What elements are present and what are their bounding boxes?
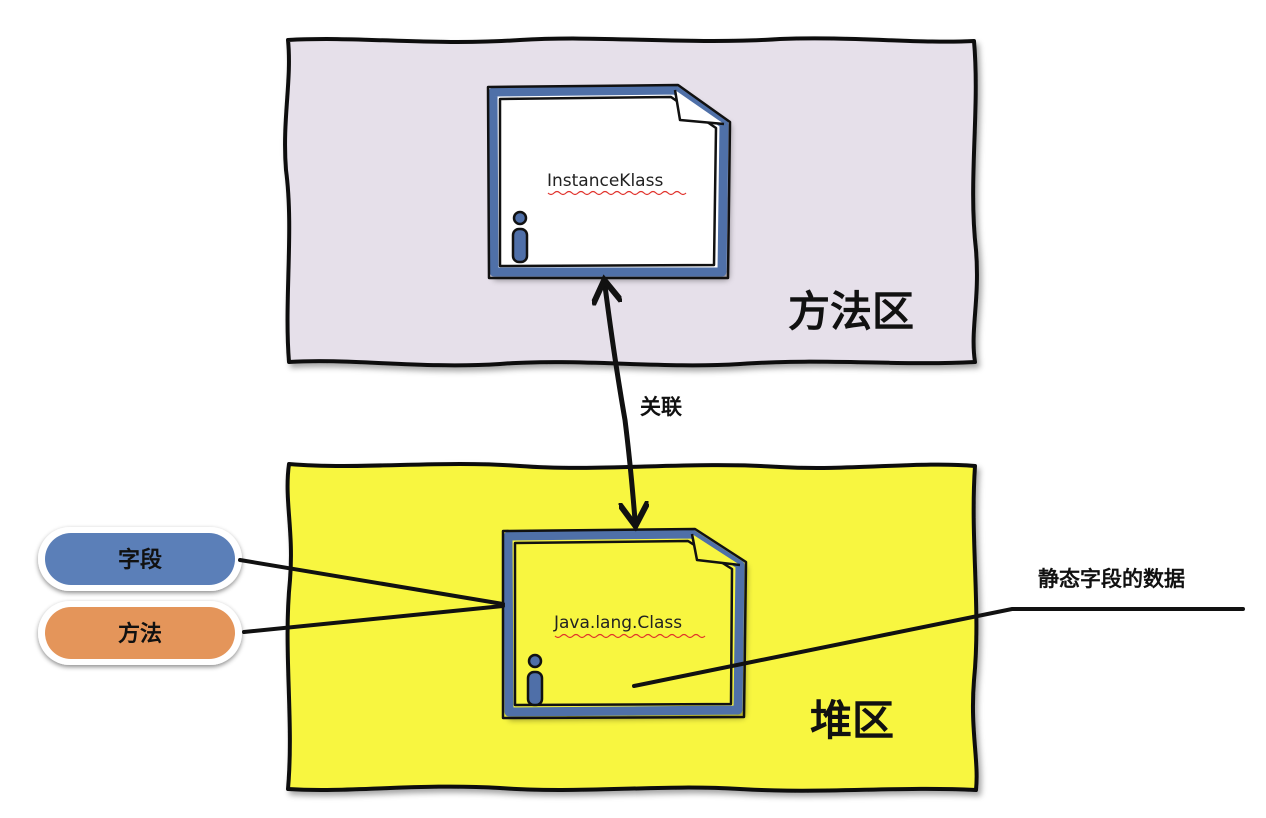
- spellcheck-underline: [554, 633, 706, 639]
- field-connector-line: [238, 558, 505, 606]
- document-icon: [488, 85, 729, 277]
- document-icon: [503, 529, 745, 717]
- class-label: Java.lang.Class: [553, 613, 682, 633]
- instanceklass-label: InstanceKlass: [547, 171, 663, 191]
- method-pill: 方法: [38, 601, 242, 665]
- instanceklass-document: InstanceKlass: [486, 83, 732, 280]
- method-pill-label: 方法: [118, 621, 162, 647]
- association-connector: 关联: [605, 286, 682, 520]
- static-data-leader-line: [632, 607, 1245, 688]
- static-data-label: 静态字段的数据: [1038, 567, 1185, 591]
- field-pill: 字段: [38, 527, 242, 591]
- method-connector-line: [242, 604, 505, 634]
- heap-area-label: 堆区: [810, 696, 894, 745]
- class-document: Java.lang.Class: [501, 527, 748, 720]
- field-pill-label: 字段: [118, 547, 162, 573]
- info-icon: [526, 653, 544, 707]
- association-label: 关联: [640, 395, 682, 419]
- double-arrow-icon: [605, 286, 635, 520]
- spellcheck-underline: [547, 190, 687, 196]
- info-icon: [511, 210, 529, 264]
- static-data-callout: 静态字段的数据: [632, 567, 1245, 688]
- method-area-label: 方法区: [788, 287, 914, 336]
